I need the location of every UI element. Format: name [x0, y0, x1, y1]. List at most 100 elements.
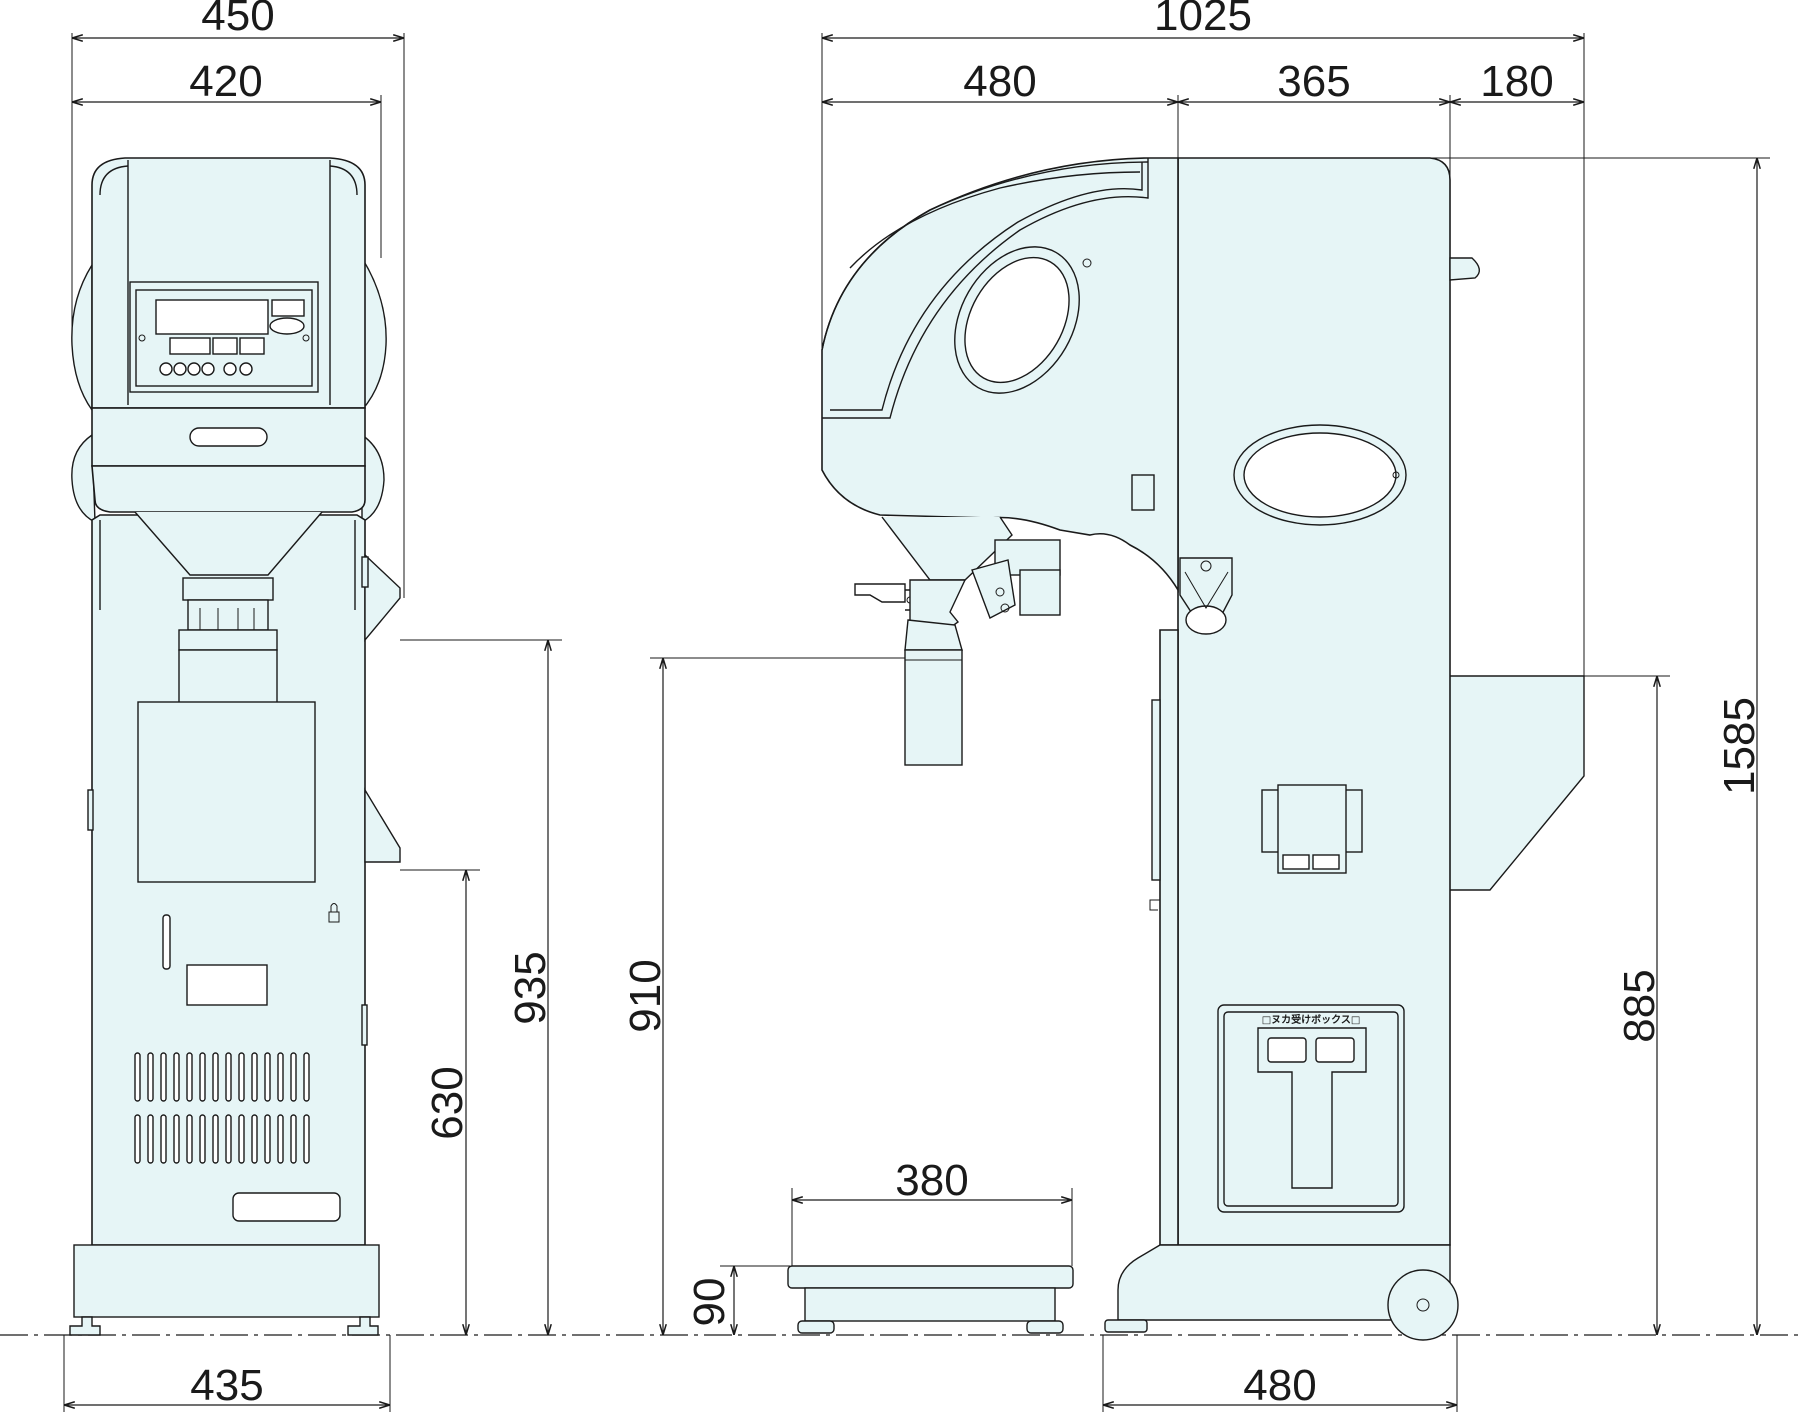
vent-slot: [264, 1052, 271, 1102]
side-bag: [904, 649, 963, 766]
front-bag-hanger: [178, 629, 278, 651]
front-upper-chute: [364, 553, 401, 642]
side-head-rim: [822, 158, 1149, 419]
front-left-motor-housing: [71, 262, 93, 413]
side-head-rim-inner: [830, 162, 1143, 411]
side-head-top-line: [849, 171, 1141, 269]
side-bran-box-window-2: [1315, 1037, 1355, 1063]
front-door-panel: [137, 701, 316, 883]
side-bracket-slot-2: [1312, 854, 1340, 870]
scale-right-foot: [1026, 1320, 1064, 1334]
front-side-latch-1: [361, 556, 369, 588]
front-right-foot: [347, 1316, 379, 1336]
vent-slot: [173, 1052, 180, 1102]
front-lower-chute: [364, 787, 401, 863]
front-hopper-sides: [99, 520, 356, 610]
vent-slot: [186, 1114, 193, 1164]
front-left-lower-bulge: [71, 433, 96, 524]
vent-slot: [147, 1114, 154, 1164]
vent-slot: [199, 1052, 206, 1102]
vent-slot: [225, 1114, 232, 1164]
side-bran-chute-bolt: [1200, 560, 1212, 572]
vent-slot: [186, 1052, 193, 1102]
front-button-6: [239, 362, 253, 376]
front-dimensions: 450 420 435 935 630: [63, 0, 562, 1412]
front-display-dial: [269, 317, 305, 335]
scale-body: [804, 1287, 1056, 1322]
side-overall-depth-label: 1025: [1154, 0, 1252, 40]
front-button-2: [173, 362, 187, 376]
front-left-foot: [69, 1316, 101, 1336]
scale-width-label: 380: [895, 1156, 968, 1205]
side-top-window-inner: [964, 256, 1070, 384]
side-rear-depth-label: 180: [1480, 57, 1553, 106]
front-slot: [162, 914, 171, 970]
vent-slot: [225, 1052, 232, 1102]
front-band-handle: [189, 427, 268, 447]
front-button-3: [187, 362, 201, 376]
front-screw-right: [302, 334, 310, 342]
vent-slot: [238, 1052, 245, 1102]
side-bran-box-label: □ヌカ受けボックス□: [1262, 1013, 1361, 1026]
vent-slot: [290, 1114, 297, 1164]
side-motor-lower: [1019, 569, 1061, 616]
side-base-depth-label: 480: [1243, 1361, 1316, 1410]
front-side-latch-3: [361, 1004, 368, 1046]
vent-slot: [251, 1052, 258, 1102]
side-rear-handle: [1449, 257, 1480, 281]
side-bracket: [854, 583, 906, 603]
front-key-1: [169, 337, 211, 355]
vent-slot: [199, 1114, 206, 1164]
scale-top-plate: [787, 1265, 1074, 1289]
front-overall-width-label: 450: [201, 0, 274, 40]
vent-slot: [238, 1114, 245, 1164]
side-base: [1117, 1244, 1451, 1321]
side-total-height-label: 1585: [1715, 697, 1764, 795]
front-screw-left: [138, 334, 146, 342]
vent-slot: [277, 1114, 284, 1164]
vent-slot: [134, 1114, 141, 1164]
side-spout-height-label: 910: [621, 959, 670, 1032]
vent-slot: [303, 1052, 310, 1102]
side-view: □ヌカ受けボックス□: [821, 157, 1585, 1341]
side-middle-window-screw: [1392, 471, 1400, 479]
front-key-2: [212, 337, 238, 355]
vent-slot: [134, 1052, 141, 1102]
side-lever: [971, 559, 1016, 619]
side-hook: [1149, 899, 1160, 911]
side-rear-caster: [1387, 1269, 1459, 1341]
vent-slot: [251, 1114, 258, 1164]
scale-platform: [787, 1265, 1074, 1334]
front-spout-fins: [199, 608, 255, 630]
side-middle-depth-label: 365: [1277, 57, 1350, 106]
side-middle-window-inner: [1243, 432, 1397, 518]
front-upper-chute-height-label: 935: [506, 951, 555, 1024]
side-head-vent: [1131, 474, 1155, 511]
side-bran-box-t-handle: [1257, 1027, 1367, 1189]
side-rear-chute: [1447, 675, 1585, 891]
vent-slot: [264, 1114, 271, 1164]
side-top-window-screw: [1082, 258, 1092, 268]
side-cabinet-front-strip: [1159, 629, 1179, 1246]
scale-left-foot: [797, 1320, 835, 1334]
front-side-latch-2: [87, 789, 94, 831]
side-lever-bolt-2: [1000, 603, 1010, 613]
front-spout-housing: [187, 599, 269, 631]
side-dimensions: 1025 480 365 180 1585 885 910 480: [621, 0, 1770, 1412]
vent-slot: [147, 1052, 154, 1102]
side-foot-left: [1104, 1319, 1148, 1333]
front-display-screen: [155, 299, 269, 335]
front-view: [69, 157, 401, 1336]
front-right-motor-housing: [361, 255, 387, 412]
vent-slot: [160, 1052, 167, 1102]
front-vents-upper: [134, 1052, 310, 1102]
side-spout-neck: [904, 619, 963, 651]
vent-slot: [160, 1114, 167, 1164]
front-base-width-label: 435: [190, 1361, 263, 1410]
front-window: [186, 964, 268, 1006]
front-key-3: [239, 337, 265, 355]
front-head-cap: [99, 165, 358, 196]
side-lever-bolt-1: [995, 587, 1005, 597]
vent-slot: [173, 1114, 180, 1164]
vent-slot: [290, 1052, 297, 1102]
